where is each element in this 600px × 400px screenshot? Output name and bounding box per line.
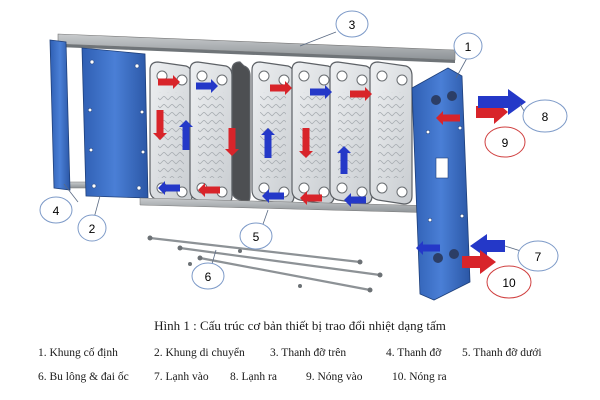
callout-5: 5 [239,222,273,250]
legend-item: 3. Thanh đỡ trên [270,347,347,359]
legend-item: 9. Nóng vào [306,371,363,383]
bottom-port-arrow [262,189,284,203]
legend-item: 7. Lạnh vào [154,371,209,383]
movable-frame [81,47,149,199]
svg-text:10: 10 [502,276,516,290]
hot-flow-arrow [153,110,167,140]
callouts: 1 2 3 4 5 6 7 8 [39,10,568,299]
svg-text:7: 7 [535,250,542,264]
callout-8: 8 [522,99,568,133]
callout-6: 6 [191,262,225,290]
legend-item: 2. Khung di chuyển [154,347,245,359]
callout-10: 10 [486,265,532,299]
callout-3: 3 [335,10,369,38]
top-port-arrow [350,87,372,101]
hot-flow-arrow [299,128,313,158]
bottom-port-arrow [198,183,220,197]
fixed-frame [411,67,471,301]
legend-item: 5. Thanh đỡ dưới [462,347,542,359]
cold-in-arrow [470,234,505,258]
heat-plate [329,61,373,205]
svg-text:2: 2 [89,222,96,236]
bottom-port-arrow [344,193,366,207]
legend-item: 6. Bu lông & đai ốc [38,371,129,383]
top-port-arrow [310,85,332,99]
callout-1: 1 [453,32,483,60]
bottom-port-arrow [300,191,322,205]
port-arrows [462,89,526,274]
svg-text:3: 3 [349,18,356,32]
heat-exchanger-diagram: 1 2 3 4 5 6 7 8 [39,10,568,301]
legend-item: 10. Nóng ra [392,371,447,383]
bottom-port-arrow [158,181,180,195]
callout-9: 9 [484,126,526,158]
callout-2: 2 [77,214,107,242]
cold-flow-arrow [179,120,193,150]
flow-arrows [153,75,460,255]
heat-plate [149,61,193,205]
cold-flow-arrow [337,146,351,174]
svg-text:8: 8 [542,110,549,124]
svg-text:9: 9 [502,136,509,150]
callout-4: 4 [39,196,73,224]
callout-leaders [63,31,528,265]
end-plate [49,39,71,191]
legend-item: 4. Thanh đỡ [386,347,442,359]
figure-caption: Hình 1 : Cấu trúc cơ bản thiết bị trao đ… [154,318,446,333]
tie-bolts [147,235,383,293]
hot-out-arrow [462,250,496,274]
svg-text:5: 5 [253,230,260,244]
legend-item: 8. Lạnh ra [230,371,277,383]
top-port-arrow [196,79,218,93]
svg-text:4: 4 [53,204,60,218]
heat-plate [291,61,335,205]
cold-flow-arrow [261,128,275,158]
cold-out-arrow [478,89,526,115]
hot-inlet-arrow [436,111,460,125]
heat-plate [369,61,413,205]
cold-inlet-arrow [416,241,440,255]
top-port-arrow [270,81,292,95]
svg-text:1: 1 [465,40,472,54]
callout-7: 7 [517,240,559,272]
legend-item: 1. Khung cố định [38,347,118,359]
hot-flow-arrow [225,128,239,156]
svg-text:6: 6 [205,270,212,284]
top-port-arrow [158,75,180,89]
